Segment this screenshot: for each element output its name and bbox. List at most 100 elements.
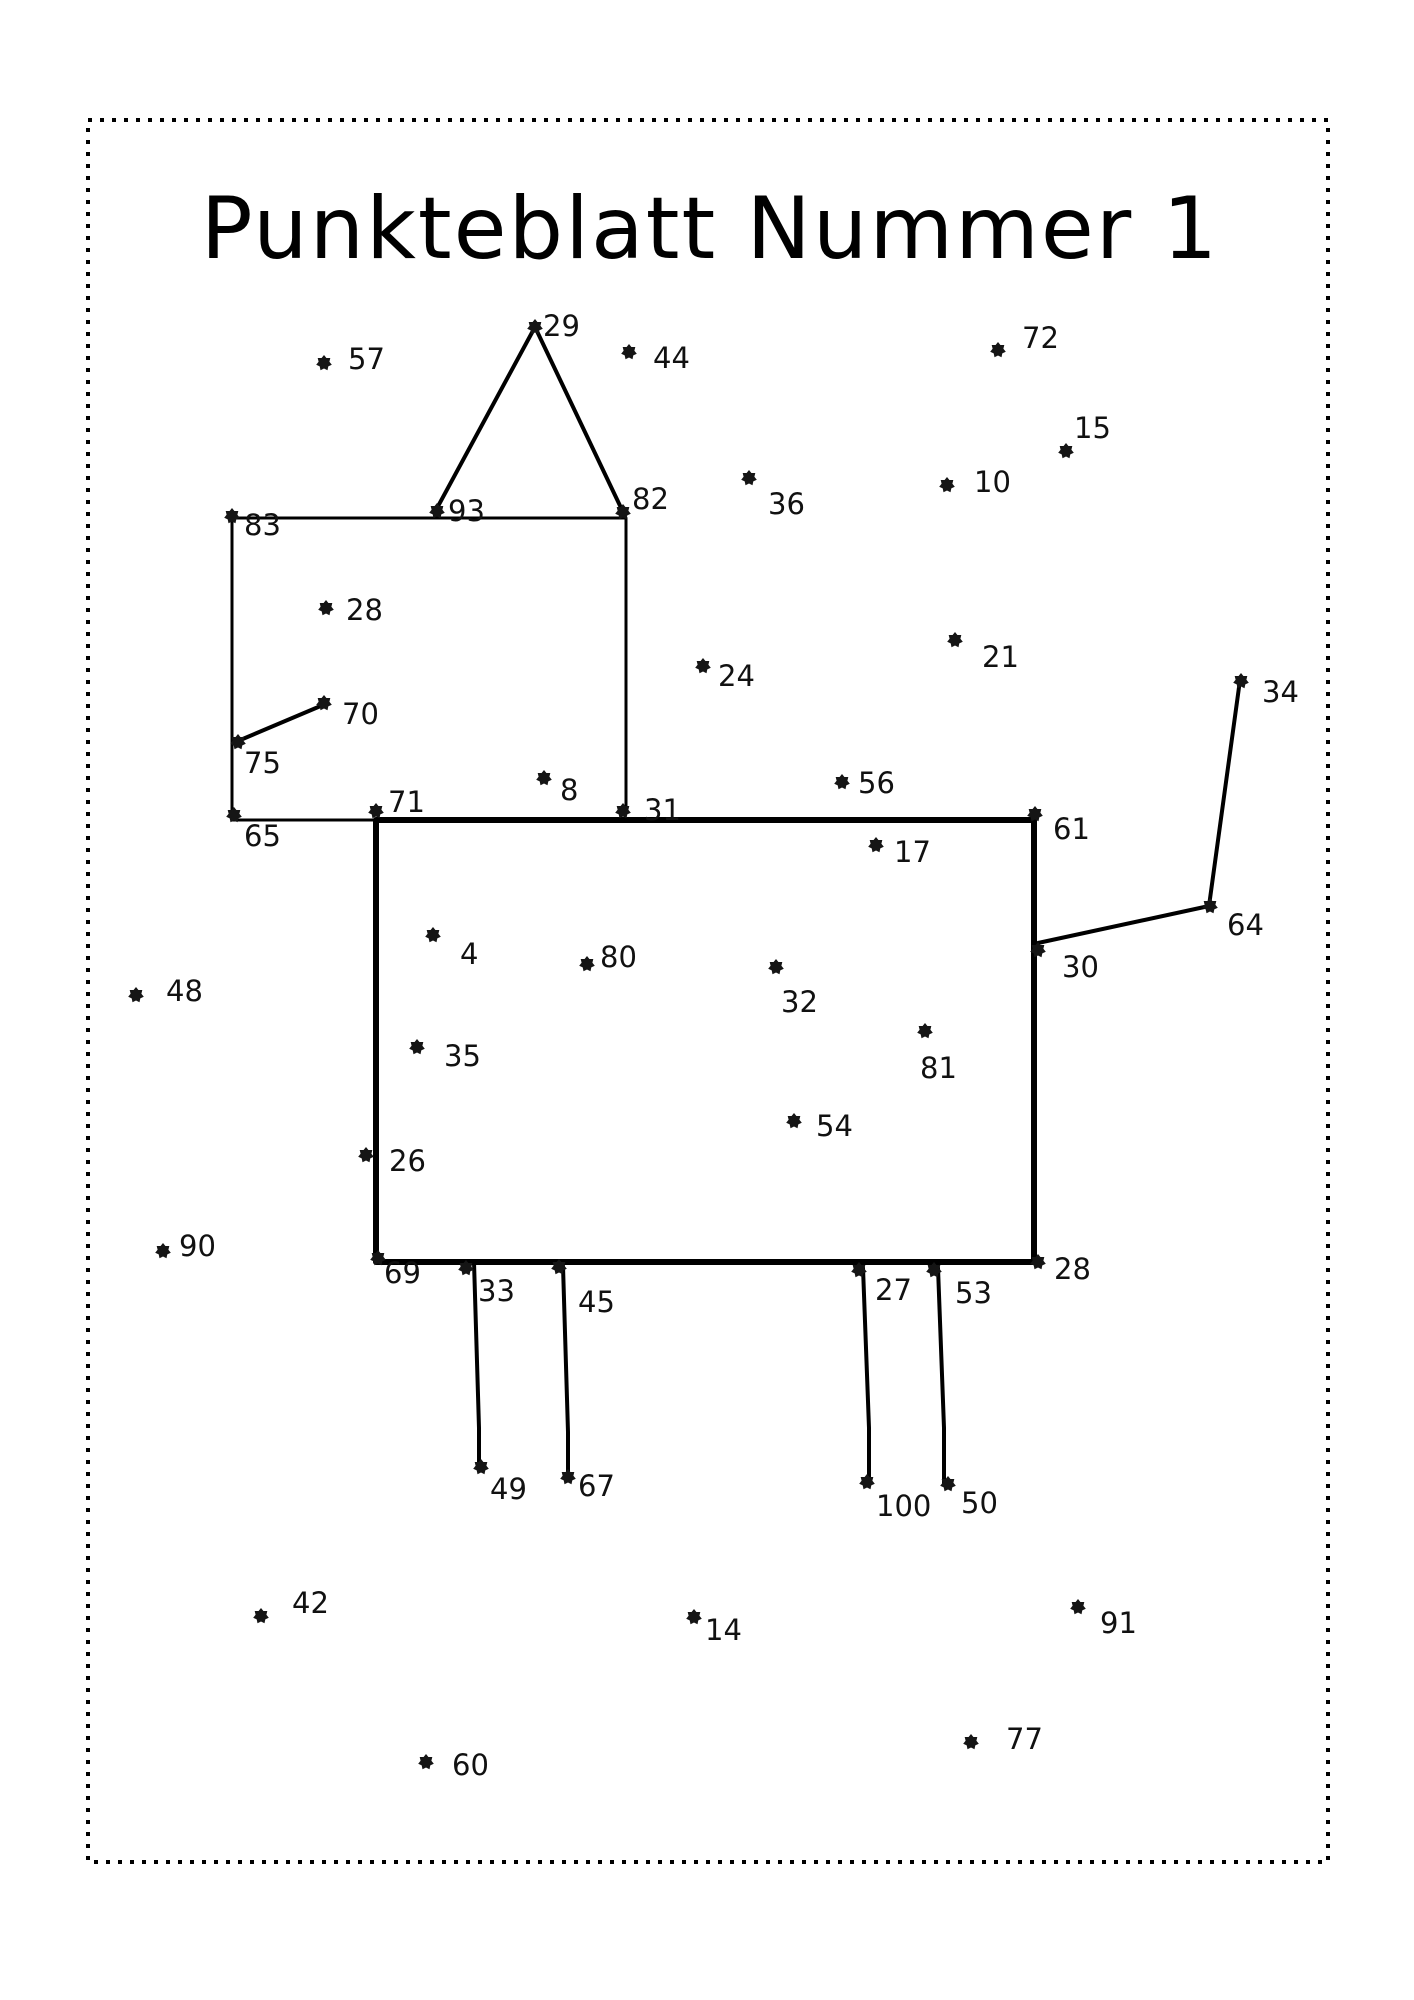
dot-number-label: 93	[448, 494, 485, 528]
dot-number-label: 60	[452, 1748, 489, 1782]
dot-marker	[409, 1039, 425, 1055]
dot-number-label: 8	[560, 773, 578, 807]
line-head-box	[230, 516, 628, 814]
dot-marker	[429, 503, 445, 519]
dot-number-label: 67	[578, 1469, 615, 1503]
dot-marker	[316, 695, 332, 711]
dot-21: 21	[947, 632, 1019, 674]
dot-number-label: 100	[876, 1489, 931, 1523]
dot-number-label: 10	[974, 465, 1011, 499]
dot-number-label: 24	[718, 659, 755, 693]
dot-number-label: 61	[1053, 812, 1090, 846]
dot-number-label: 17	[894, 835, 931, 869]
dot-69: 69	[370, 1250, 421, 1290]
dot-marker	[318, 600, 334, 616]
dot-number-label: 29	[543, 309, 580, 343]
dot-number-label: 21	[982, 640, 1019, 674]
dot-marker	[615, 504, 631, 520]
dot-53: 53	[926, 1262, 992, 1310]
dot-marker	[868, 837, 884, 853]
dotted-border	[86, 118, 1330, 1864]
dot-75: 75	[230, 734, 281, 780]
dot-marker	[368, 803, 384, 819]
dot-marker	[370, 1250, 386, 1266]
dot-number-label: 57	[348, 342, 385, 376]
dot-number-label: 27	[875, 1273, 912, 1307]
dot-72: 72	[990, 321, 1059, 358]
dot-marker	[939, 477, 955, 493]
dot-number-label: 33	[478, 1274, 515, 1308]
dot-number-label: 14	[705, 1613, 742, 1647]
dot-number-label: 90	[179, 1229, 216, 1263]
dot-marker	[851, 1262, 867, 1278]
dot-35: 35	[409, 1039, 481, 1073]
dot-marker	[560, 1469, 576, 1485]
dot-number-label: 75	[244, 746, 281, 780]
dot-number-label: 36	[768, 487, 805, 521]
dot-67: 67	[560, 1469, 615, 1503]
dot-45: 45	[551, 1259, 615, 1319]
dot-4: 4	[425, 927, 478, 971]
dot-marker	[686, 1609, 702, 1625]
dot-number-label: 56	[858, 766, 895, 800]
dot-marker	[230, 734, 246, 750]
dot-71: 71	[368, 785, 425, 819]
dot-marker	[621, 344, 637, 360]
dot-number-label: 4	[460, 937, 478, 971]
figure-lines	[230, 325, 1242, 1485]
dot-number-label: 80	[600, 940, 637, 974]
dot-48: 48	[128, 974, 203, 1008]
dot-44: 44	[621, 341, 690, 375]
dot-marker	[990, 342, 1006, 358]
dot-28: 28	[318, 593, 383, 627]
dot-marker	[1058, 443, 1074, 459]
dot-marker	[1027, 806, 1043, 822]
dot-42: 42	[253, 1586, 329, 1624]
dot-15: 15	[1058, 411, 1111, 459]
dot-number-label: 26	[389, 1144, 426, 1178]
dot-number-label: 64	[1227, 908, 1264, 942]
dot-60: 60	[418, 1748, 489, 1782]
dot-marker	[917, 1023, 933, 1039]
dot-number-label: 45	[578, 1285, 615, 1319]
dot-marker	[579, 956, 595, 972]
dot-marker	[458, 1260, 474, 1276]
dot-81: 81	[917, 1023, 957, 1085]
dot-77: 77	[963, 1722, 1043, 1756]
worksheet-title: Punkteblatt Nummer 1	[201, 179, 1219, 279]
dot-marker	[947, 632, 963, 648]
dot-marker	[940, 1476, 956, 1492]
dot-34: 34	[1233, 673, 1299, 709]
dot-82: 82	[615, 482, 669, 520]
dot-number-label: 72	[1022, 321, 1059, 355]
dot-marker	[963, 1734, 979, 1750]
dot-marker	[615, 803, 631, 819]
dot-marker	[1202, 898, 1218, 914]
dot-marker	[1233, 673, 1249, 689]
dot-33: 33	[458, 1260, 515, 1308]
dot-number-label: 53	[955, 1276, 992, 1310]
dot-marker	[425, 927, 441, 943]
dot-number-label: 82	[632, 482, 669, 516]
dot-number-label: 42	[292, 1586, 329, 1620]
dot-marker	[527, 319, 543, 335]
dot-14: 14	[686, 1609, 742, 1647]
dot-number-label: 30	[1062, 950, 1099, 984]
line-ear	[434, 325, 625, 514]
dot-36: 36	[741, 470, 805, 521]
dot-marker	[741, 470, 757, 486]
dot-number-label: 81	[920, 1051, 957, 1085]
dot-56: 56	[834, 766, 895, 800]
dot-54: 54	[786, 1109, 853, 1143]
line-mouth	[236, 703, 325, 743]
dot-marker	[768, 959, 784, 975]
dot-17: 17	[868, 835, 931, 869]
dot-91: 91	[1070, 1599, 1137, 1640]
dot-marker	[1070, 1599, 1086, 1615]
dot-65: 65	[226, 807, 281, 853]
dot-number-label: 48	[166, 974, 203, 1008]
dot-marker	[551, 1259, 567, 1275]
line-leg-1	[472, 1260, 481, 1470]
